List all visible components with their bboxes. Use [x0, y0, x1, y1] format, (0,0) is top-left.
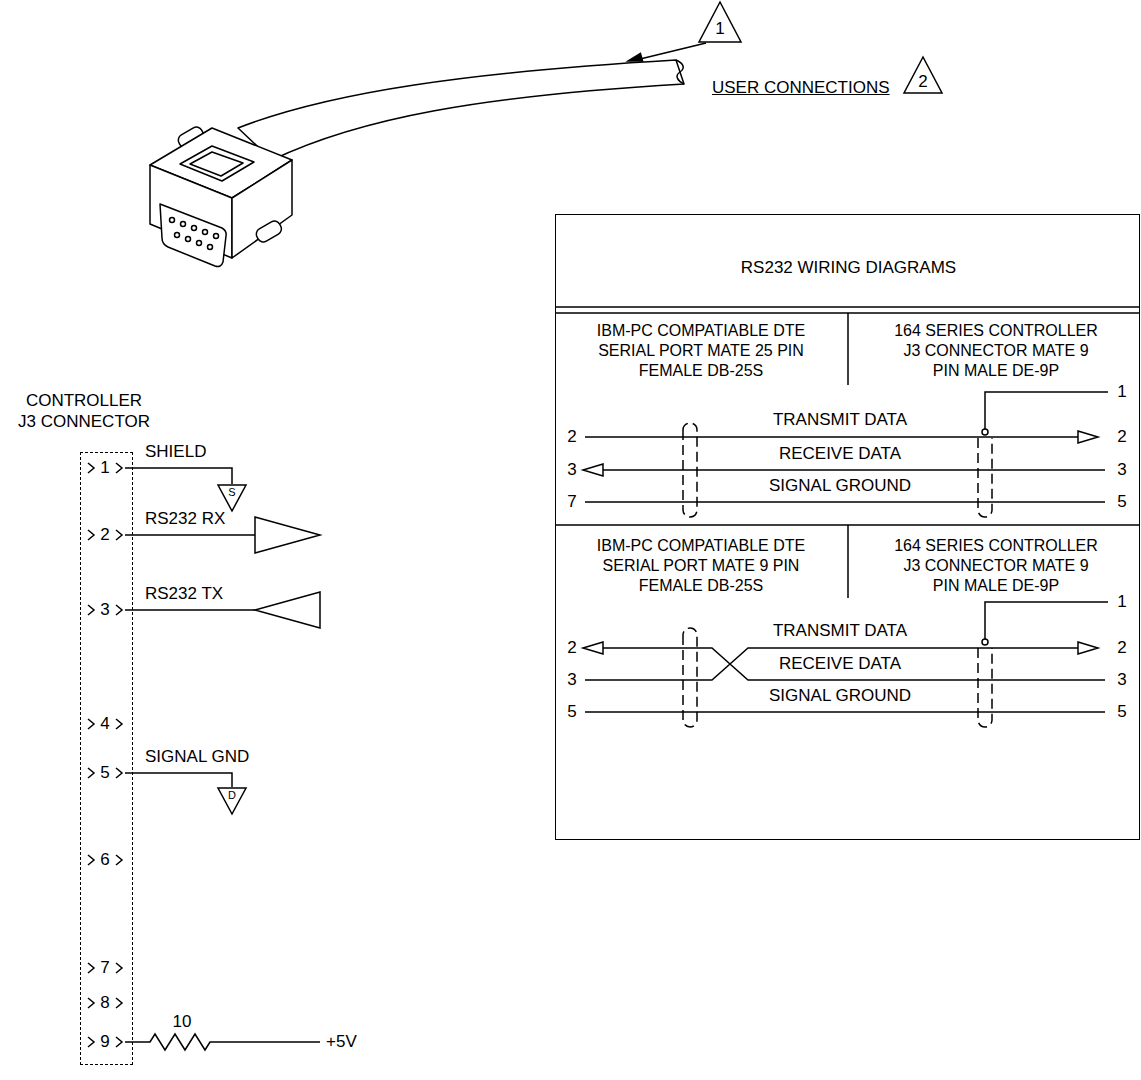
driver-symbol — [255, 592, 320, 628]
pin-socket — [214, 234, 219, 239]
header-cell: 164 SERIES CONTROLLER J3 CONNECTOR MATE … — [891, 321, 1101, 389]
pin-number: 3 — [1117, 670, 1126, 690]
ground-symbol-text: S — [217, 486, 247, 500]
leader-arrowhead — [628, 53, 643, 61]
pin-number: 2 — [1117, 638, 1126, 658]
hood-window — [190, 152, 243, 176]
pin-number: 3 — [567, 670, 576, 690]
ground-symbol-text: D — [217, 789, 247, 803]
resistor-value: 10 — [173, 1012, 192, 1032]
pin-number: 1 — [100, 458, 109, 478]
header-cell-text: IBM-PC COMPATIABLE DTE SERIAL PORT MATE … — [594, 536, 809, 596]
callout-triangle-outline — [904, 57, 942, 93]
receiver-symbol — [255, 517, 320, 553]
pin-number: 2 — [1117, 427, 1126, 447]
pin-number: 1 — [1117, 592, 1126, 612]
pin-number: 2 — [567, 427, 576, 447]
signal-name: TRANSMIT DATA — [773, 410, 907, 430]
pin-number: 2 — [567, 638, 576, 658]
pin-socket — [181, 222, 186, 227]
pin-socket — [192, 226, 197, 231]
ground-symbol-outline — [218, 485, 246, 511]
pin-socket — [208, 245, 213, 250]
header-cell-text: IBM-PC COMPATIABLE DTE SERIAL PORT MATE … — [594, 321, 809, 381]
table-box: RS232 WIRING DIAGRAMS IBM-PC COMPATIABLE … — [555, 214, 1140, 840]
shield-symbol — [978, 438, 992, 517]
signal-name: SIGNAL GND — [145, 747, 249, 767]
pin-number: 5 — [567, 702, 576, 722]
pin-number: 7 — [100, 958, 109, 978]
arrowhead — [583, 642, 603, 654]
pin-socket — [186, 237, 191, 242]
header-cell-text: 164 SERIES CONTROLLER J3 CONNECTOR MATE … — [891, 536, 1101, 596]
table-box-text: RS232 WIRING DIAGRAMS — [556, 257, 1141, 278]
ground-symbol-outline — [218, 788, 246, 814]
resistor-symbol — [125, 1034, 320, 1050]
pin-number: 8 — [100, 993, 109, 1013]
signal-name: RECEIVE DATA — [779, 654, 901, 674]
table-rule — [556, 307, 1139, 598]
pin-number: 5 — [1117, 702, 1126, 722]
shield-dot — [982, 429, 988, 435]
signal-name: TRANSMIT DATA — [773, 621, 907, 641]
pin-number: 3 — [567, 460, 576, 480]
signal-name: RS232 TX — [145, 584, 223, 604]
signal-name: SIGNAL GROUND — [769, 476, 911, 496]
pin-number: 2 — [100, 525, 109, 545]
pin-number: 4 — [100, 714, 109, 734]
header-cell: IBM-PC COMPATIABLE DTE SERIAL PORT MATE … — [594, 536, 809, 604]
wire — [585, 392, 1108, 502]
pin-number: 9 — [100, 1032, 109, 1052]
signal-name: RECEIVE DATA — [779, 444, 901, 464]
pin-socket — [203, 230, 208, 235]
wire — [125, 468, 255, 787]
wire — [585, 602, 1108, 712]
callout-triangle: 1 — [698, 1, 742, 43]
shield-symbol — [683, 628, 697, 727]
pin-number: 5 — [100, 763, 109, 783]
shield-dot — [982, 639, 988, 645]
header-cell-text: 164 SERIES CONTROLLER J3 CONNECTOR MATE … — [891, 321, 1101, 381]
ground-symbol: S — [217, 484, 247, 512]
shield-symbol — [683, 423, 697, 517]
callout-triangle: 2 — [903, 56, 943, 94]
pin-number: 1 — [1117, 382, 1126, 402]
header-cell: 164 SERIES CONTROLLER J3 CONNECTOR MATE … — [891, 536, 1101, 604]
arrowhead — [583, 464, 603, 476]
pin-chevrons — [88, 463, 122, 1047]
arrowhead — [1078, 642, 1098, 654]
pin-number: 3 — [1117, 460, 1126, 480]
pin-socket — [175, 233, 180, 238]
callout-triangle-text: 2 — [903, 71, 943, 92]
supply-label: +5V — [326, 1032, 357, 1052]
callout-text: USER CONNECTIONS — [712, 78, 890, 98]
ground-symbol: D — [217, 787, 247, 815]
cable-break — [676, 60, 684, 84]
pin-number: 3 — [100, 600, 109, 620]
signal-name: SIGNAL GROUND — [769, 686, 911, 706]
thumb-screw — [254, 219, 284, 244]
callout-triangle-text: 1 — [698, 18, 742, 39]
header-cell: IBM-PC COMPATIABLE DTE SERIAL PORT MATE … — [594, 321, 809, 389]
pin-number: 5 — [1117, 492, 1126, 512]
pin-socket — [197, 241, 202, 246]
connector-hood — [232, 160, 292, 258]
pin-socket — [170, 218, 175, 223]
signal-name: SHIELD — [145, 442, 206, 462]
connector-outline-text: CONTROLLER J3 CONNECTOR — [15, 390, 153, 433]
pin-number: 6 — [100, 850, 109, 870]
dsub-shell — [160, 204, 226, 267]
arrowhead — [1078, 431, 1098, 443]
cable — [238, 60, 684, 160]
pin-number: 7 — [567, 492, 576, 512]
leader-line — [636, 43, 706, 60]
hood-window — [180, 146, 254, 181]
shield-symbol — [978, 648, 992, 727]
signal-name: RS232 RX — [145, 509, 225, 529]
callout-triangle-outline — [699, 2, 741, 42]
